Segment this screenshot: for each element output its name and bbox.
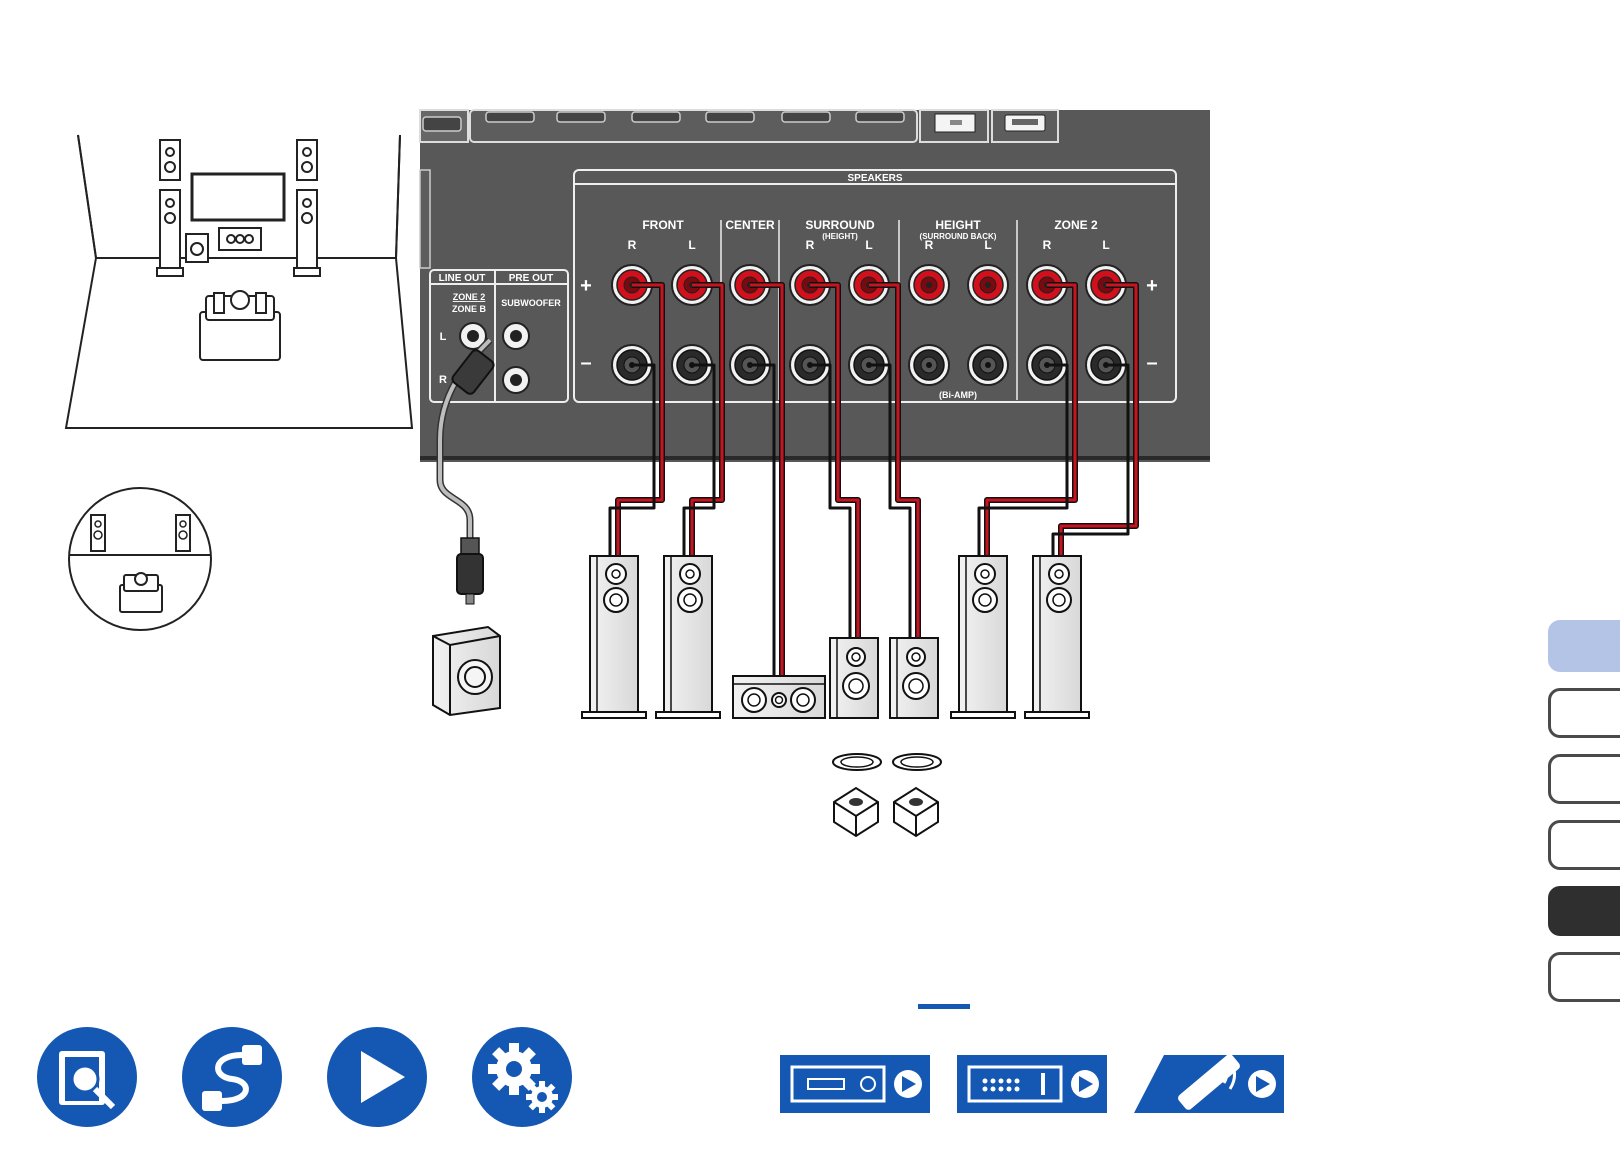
ceiling-speakers: [833, 754, 941, 836]
group-surround-label: SURROUND: [805, 218, 875, 232]
group-surround-sub: (HEIGHT): [822, 232, 858, 241]
speaker-terminal-minus: [968, 345, 1008, 385]
lineout-r-label: R: [439, 374, 447, 386]
plus-label-left: +: [580, 275, 592, 297]
side-tab-5[interactable]: [1548, 886, 1620, 936]
subwoofer: [433, 627, 500, 715]
rear-panel-icon[interactable]: [957, 1055, 1107, 1113]
bookshelf-speaker: [830, 638, 878, 718]
manual-search-icon[interactable]: [37, 1027, 137, 1127]
channel-label: L: [984, 238, 991, 252]
speakers-title: SPEAKERS: [847, 173, 902, 184]
channel-label: R: [628, 238, 637, 252]
side-tab-2[interactable]: [1548, 688, 1620, 738]
minus-label-left: –: [580, 352, 591, 374]
tower-speaker: [582, 556, 646, 718]
center-speaker: [733, 676, 825, 718]
subwoofer-label: SUBWOOFER: [501, 298, 561, 308]
channel-label: R: [925, 238, 934, 252]
page-indicator: [918, 1004, 970, 1009]
plus-label-right: +: [1146, 275, 1158, 297]
speaker-units: [582, 556, 1089, 718]
bookshelf-speaker: [890, 638, 938, 718]
biamp-label: (Bi-AMP): [939, 390, 977, 400]
group-center-label: CENTER: [725, 218, 775, 232]
room-illustration: [66, 135, 412, 428]
speaker-terminal-plus: [968, 265, 1008, 305]
zone2-label: ZONE 2: [453, 292, 486, 302]
settings-gears-icon[interactable]: [472, 1027, 572, 1127]
minus-label-right: –: [1146, 352, 1157, 374]
remote-control-icon[interactable]: [1134, 1053, 1284, 1113]
speaker-terminal-minus: [909, 345, 949, 385]
channel-label: L: [688, 238, 695, 252]
channel-label: L: [865, 238, 872, 252]
cable-connection-icon[interactable]: [182, 1027, 282, 1127]
play-icon[interactable]: [327, 1027, 427, 1127]
lineout-l-label: L: [440, 331, 447, 343]
tower-speaker: [1025, 556, 1089, 718]
side-tab-3[interactable]: [1548, 754, 1620, 804]
speaker-terminal-plus: [909, 265, 949, 305]
line-out-label: LINE OUT: [439, 273, 486, 284]
channel-label: R: [806, 238, 815, 252]
tower-speaker: [656, 556, 720, 718]
pre-out-label: PRE OUT: [509, 273, 553, 284]
side-view-illustration: [69, 488, 211, 630]
group-front-label: FRONT: [642, 218, 684, 232]
side-tab-1[interactable]: [1548, 620, 1620, 672]
tower-speaker: [951, 556, 1015, 718]
group-zone2-label: ZONE 2: [1054, 218, 1098, 232]
front-panel-icon[interactable]: [780, 1055, 930, 1113]
channel-label: R: [1043, 238, 1052, 252]
group-height-label: HEIGHT: [935, 218, 981, 232]
zoneb-label: ZONE B: [452, 304, 487, 314]
side-tab-4[interactable]: [1548, 820, 1620, 870]
side-tab-6[interactable]: [1548, 952, 1620, 1002]
channel-label: L: [1102, 238, 1109, 252]
